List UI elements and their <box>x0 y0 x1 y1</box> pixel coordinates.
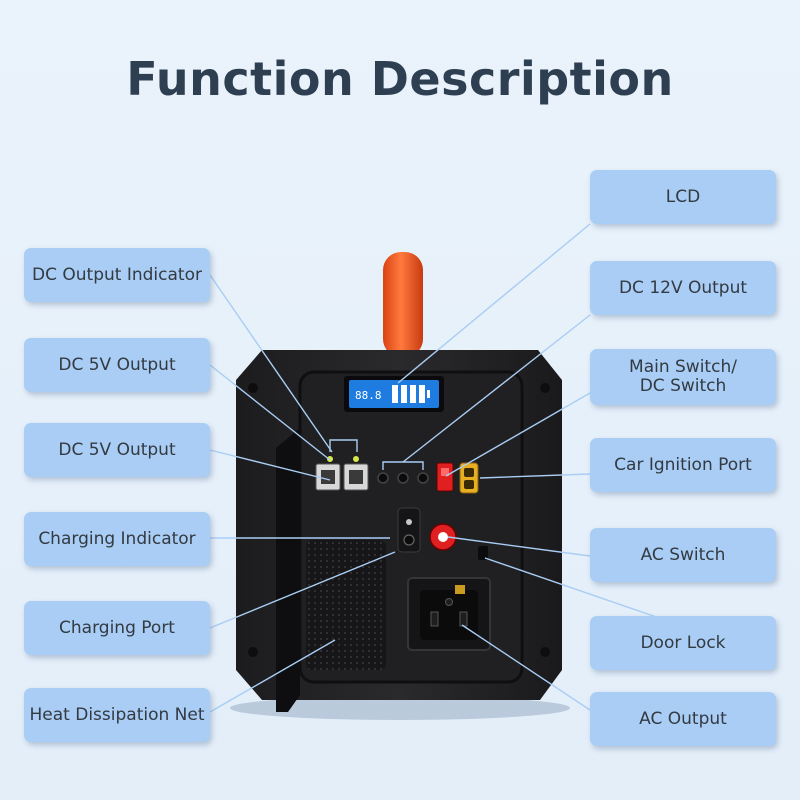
leader-lcd <box>397 223 591 384</box>
corner-screw-icon <box>248 383 258 393</box>
leader-ac-output <box>461 624 591 711</box>
lcd-battery-bar <box>392 385 398 403</box>
lcd-battery-bar <box>419 385 425 403</box>
socket-fuse <box>455 585 465 594</box>
label-dc-5v-output-1: DC 5V Output <box>24 338 210 392</box>
label-lcd: LCD <box>590 170 776 224</box>
leader-main-switch <box>445 392 591 477</box>
label-dc-12v-output: DC 12V Output <box>590 261 776 315</box>
leader-door-lock <box>484 557 666 621</box>
leader-dc-output-indicator <box>209 274 333 453</box>
leader-car-ignition <box>479 473 591 479</box>
dc-12v-port <box>417 472 429 484</box>
label-dc-output-indicator: DC Output Indicator <box>24 248 210 302</box>
charging-indicator-led <box>406 519 412 525</box>
label-heat-dissipation-net: Heat Dissipation Net <box>24 688 210 742</box>
label-door-lock: Door Lock <box>590 616 776 670</box>
side-door <box>276 428 300 712</box>
leader-dc-5v-output-2 <box>209 449 331 481</box>
label-charging-indicator: Charging Indicator <box>24 512 210 566</box>
device-shadow <box>230 696 570 720</box>
lcd-battery-bar <box>401 385 407 403</box>
page-title: Function Description <box>126 52 674 106</box>
leader-12v-bracket <box>382 461 424 470</box>
label-dc-5v-output-2: DC 5V Output <box>24 423 210 477</box>
leader-dc-12v-output <box>402 314 591 463</box>
lcd-readout: 88.8 <box>355 389 382 402</box>
charging-port <box>403 534 415 546</box>
label-car-ignition-port: Car Ignition Port <box>590 438 776 492</box>
label-ac-switch: AC Switch <box>590 528 776 582</box>
door-lock <box>478 546 488 560</box>
dc-12v-port <box>377 472 389 484</box>
corner-screw-icon <box>540 647 550 657</box>
dc-12v-port <box>397 472 409 484</box>
carry-handle <box>383 252 423 357</box>
corner-screw-icon <box>540 383 550 393</box>
lcd-battery-bar <box>410 385 416 403</box>
leader-dc-5v-output-1 <box>209 364 331 461</box>
label-ac-output: AC Output <box>590 692 776 746</box>
usb-indicator-led <box>327 456 333 462</box>
main-switch <box>436 462 454 492</box>
label-main-switch: Main Switch/ DC Switch <box>590 349 776 405</box>
leader-ac-switch <box>447 536 591 557</box>
usb-indicator-led <box>353 456 359 462</box>
lcd-battery-tip <box>427 390 430 398</box>
label-charging-port: Charging Port <box>24 601 210 655</box>
leader-lines <box>209 223 666 713</box>
leader-indicator-bracket <box>329 439 358 452</box>
heat-dissipation-net <box>306 540 386 670</box>
leader-heat-net <box>209 639 336 713</box>
corner-screw-icon <box>248 647 258 657</box>
leader-charging-port <box>209 551 396 629</box>
